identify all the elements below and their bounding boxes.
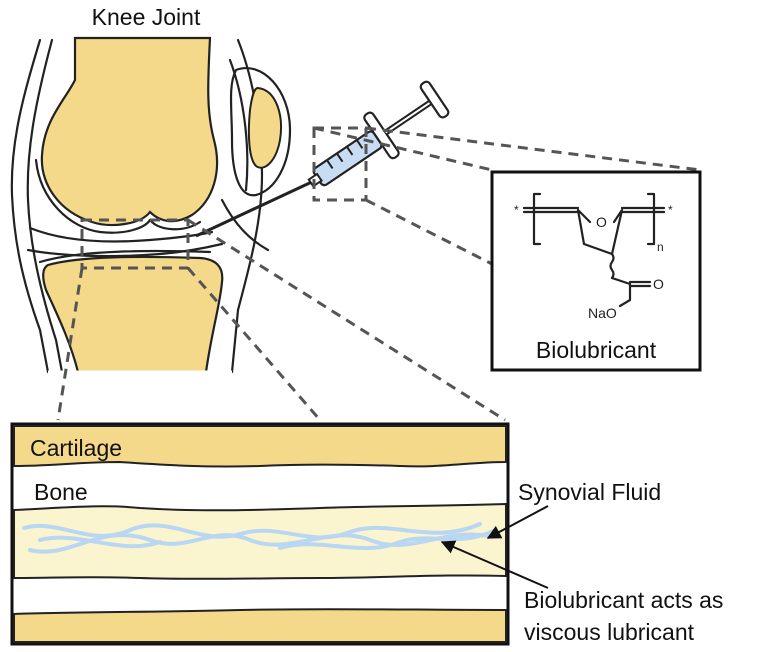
right-bracket: [646, 192, 656, 246]
femur-cartilage-line: [34, 158, 202, 234]
backbone-left: [522, 206, 580, 214]
syringe-tick-4: [355, 139, 364, 149]
tendon-lines: [220, 58, 270, 252]
syringe-needle: [195, 178, 317, 238]
chem-star-right: *: [668, 203, 673, 217]
knee-joint-illustration: [10, 36, 292, 374]
synovial-fluid-label: Synovial Fluid: [518, 479, 661, 505]
tibia-bone: [42, 255, 224, 374]
wavy-bond: [609, 252, 615, 280]
cartilage-bottom: [13, 608, 507, 643]
inset-frame: [490, 170, 702, 372]
biolubricant-label: Biolubricant: [536, 337, 657, 363]
syringe-barrel-group: [307, 80, 450, 188]
femur-bone: [40, 36, 219, 227]
biolubricant-caption-line2: viscous lubricant: [524, 619, 695, 645]
polymer-strand-1: [22, 522, 482, 540]
syringe-barrel: [312, 130, 383, 187]
syringe-tick-2: [336, 152, 344, 163]
syringe-tick-3: [346, 146, 354, 156]
chem-sodium-oxide: NaO: [588, 305, 617, 321]
patella-bone: [247, 86, 282, 169]
knee-outer-outline: [10, 38, 264, 374]
chem-ring-oxygen: O: [596, 214, 607, 230]
polymer-strand-2: [28, 532, 492, 554]
connector-syringe-top: [313, 126, 493, 172]
syringe-plunger-highlight: [385, 101, 431, 134]
connector-joint-left: [56, 267, 84, 421]
patella-outline: [229, 67, 292, 197]
biolubricant-inset: * * O n O NaO Biolubricant: [490, 170, 702, 372]
synovial-fluid-arrow: [486, 505, 549, 539]
cartilage-top: [13, 425, 507, 468]
syringe-tick-1: [326, 159, 334, 169]
biolubricant-arrow: [440, 540, 549, 589]
polymer-strands: [22, 522, 497, 554]
cartilage-label: Cartilage: [30, 435, 122, 461]
connector-syringe-bottom: [365, 198, 493, 266]
biolubricant-caption-line1: Biolubricant acts as: [524, 587, 723, 613]
joint-zoom-box: [80, 218, 190, 270]
cross-section-panel: Cartilage Bone: [10, 422, 510, 646]
chem-subscript-n: n: [657, 240, 664, 254]
left-bracket: [532, 192, 542, 246]
bone-label: Bone: [34, 479, 88, 505]
backbone-right: [620, 206, 666, 214]
knee-inner-outline: [26, 38, 64, 374]
syringe-plunger-head: [419, 80, 450, 119]
ring-bonds: [576, 208, 624, 256]
chem-carbonyl-oxygen: O: [653, 276, 664, 292]
polymer-strand-3: [38, 528, 497, 550]
chem-star-left: *: [514, 203, 519, 217]
syringe-zoom-box: [312, 126, 368, 202]
carboxylate-bonds: [610, 276, 652, 308]
knee-joint-title: Knee Joint: [92, 4, 201, 30]
zoom-indicators: [56, 126, 701, 422]
callouts: Synovial Fluid Biolubricant acts as visc…: [440, 479, 723, 645]
connector-joint-right: [187, 218, 506, 422]
syringe: [195, 80, 450, 238]
connector-syringe-right: [365, 126, 701, 172]
meniscus: [26, 226, 224, 258]
